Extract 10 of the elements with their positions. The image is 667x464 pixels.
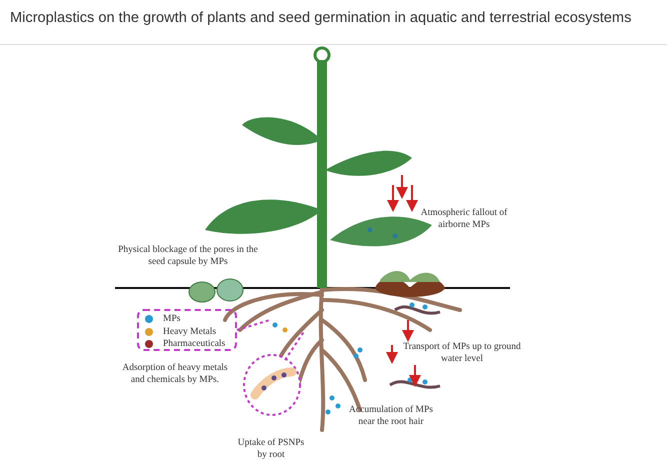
legend-label: MPs	[163, 314, 180, 324]
title: Microplastics on the growth of plants and seed germination in aquatic and terrestrial ecosystems	[10, 10, 632, 26]
annotation-text: Adsorption of heavy metals and chemicals by MPs.	[121, 362, 229, 386]
annotation-text: Physical blockage of the pores in the seed capsule by MPs	[118, 244, 258, 268]
legend-label: Heavy Metals	[163, 326, 216, 337]
annotation-text: Transport of MPs up to ground water level	[402, 341, 522, 365]
legend-label: Pharmaceuticals	[163, 339, 226, 350]
annotation-text: Accumulation of MPs near the root hair	[348, 404, 434, 428]
annotation-text: Atmospheric fallout of airborne MPs	[420, 207, 508, 231]
annotation-text: Uptake of PSNPs by root	[236, 437, 306, 461]
